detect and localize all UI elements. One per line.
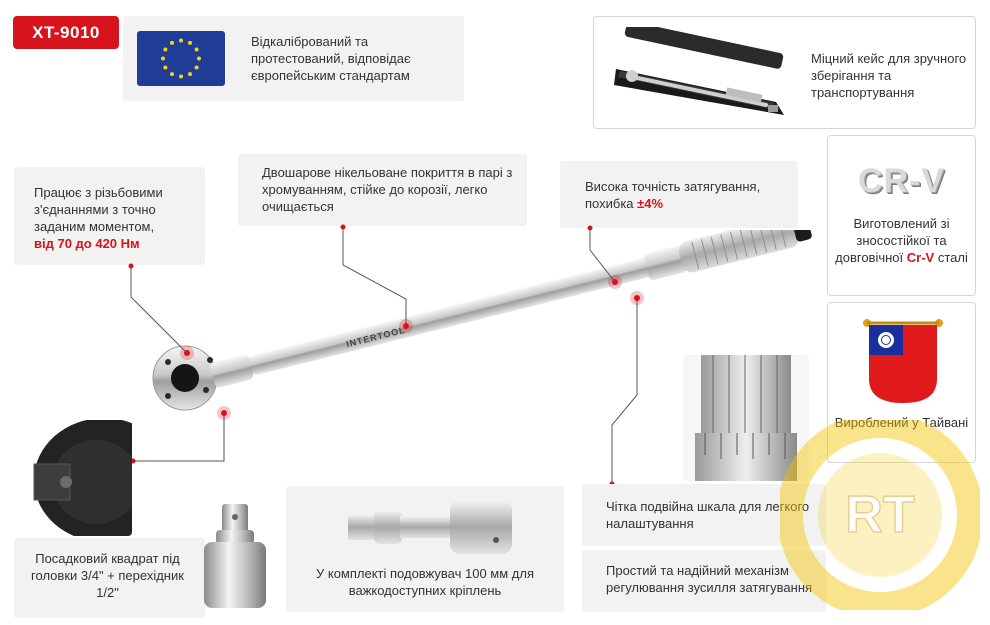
case-image [606,27,796,119]
model-badge: XT-9010 [13,16,119,49]
accuracy-main: Висока точність затягування, похибка [585,179,761,211]
torque-range-highlight: від 70 до 420 Нм [34,236,140,251]
eu-standard-text: Відкалібрований та протестований, відпов… [251,34,411,83]
accuracy-text: Висока точність затягування, похибка ±4% [585,178,785,212]
crv-text-main: Виготовлений зі зносостійкої та довговіч… [835,216,950,265]
taiwan-flag-icon [863,317,943,407]
square-drive-text: Посадковий квадрат під головки 3/4" + пе… [31,551,184,600]
coating-text: Двошарове нікельоване покриття в парі з … [262,165,513,214]
extension-panel: У комплекті подовжувач 100 мм для важкод… [286,486,564,612]
crv-panel: CR-V Виготовлений зі зносостійкої та дов… [827,135,976,296]
scale-image [683,355,809,481]
crv-text-after: сталі [937,250,968,265]
eu-standard-panel: Відкалібрований та протестований, відпов… [123,16,464,101]
crv-text: Виготовлений зі зносостійкої та довговіч… [834,215,969,266]
eu-flag-icon [137,31,225,86]
square-drive-panel: Посадковий квадрат під головки 3/4" + пе… [14,538,205,618]
crv-logo: CR-V [857,162,946,200]
case-panel: Міцний кейс для зручного зберігання та т… [593,16,976,129]
extension-text: У комплекті подовжувач 100 мм для важкод… [315,566,534,598]
torque-wrench-image: INTERTOOL [140,230,820,430]
svg-text:RT: RT [845,486,915,544]
adapter-image [196,500,274,612]
torque-range-panel: Працює з різьбовими з'єднаннями з точно … [14,167,205,265]
torque-range-text: Працює з різьбовими з'єднаннями з точно … [34,184,199,252]
case-text: Міцний кейс для зручного зберігання та т… [811,51,967,100]
crv-highlight: Cr-V [906,250,935,265]
watermark-seal: RT [780,420,980,610]
scale-panel: Чітка подвійна шкала для легкого налашту… [582,484,826,546]
coating-panel: Двошарове нікельоване покриття в парі з … [238,154,527,226]
extension-image [346,496,516,558]
mechanism-panel: Простий та надійний механізм регулювання… [582,550,826,612]
square-drive-image [14,420,132,536]
accuracy-highlight: ±4% [637,196,664,211]
taiwan-panel: Вироблений у Тайвані [827,302,976,463]
mechanism-text: Простий та надійний механізм регулювання… [606,563,813,595]
scale-text: Чітка подвійна шкала для легкого налашту… [606,499,810,531]
taiwan-text: Вироблений у Тайвані [834,415,969,430]
torque-range-main: Працює з різьбовими з'єднаннями з точно … [34,185,163,234]
accuracy-panel: Висока точність затягування, похибка ±4% [560,161,798,228]
